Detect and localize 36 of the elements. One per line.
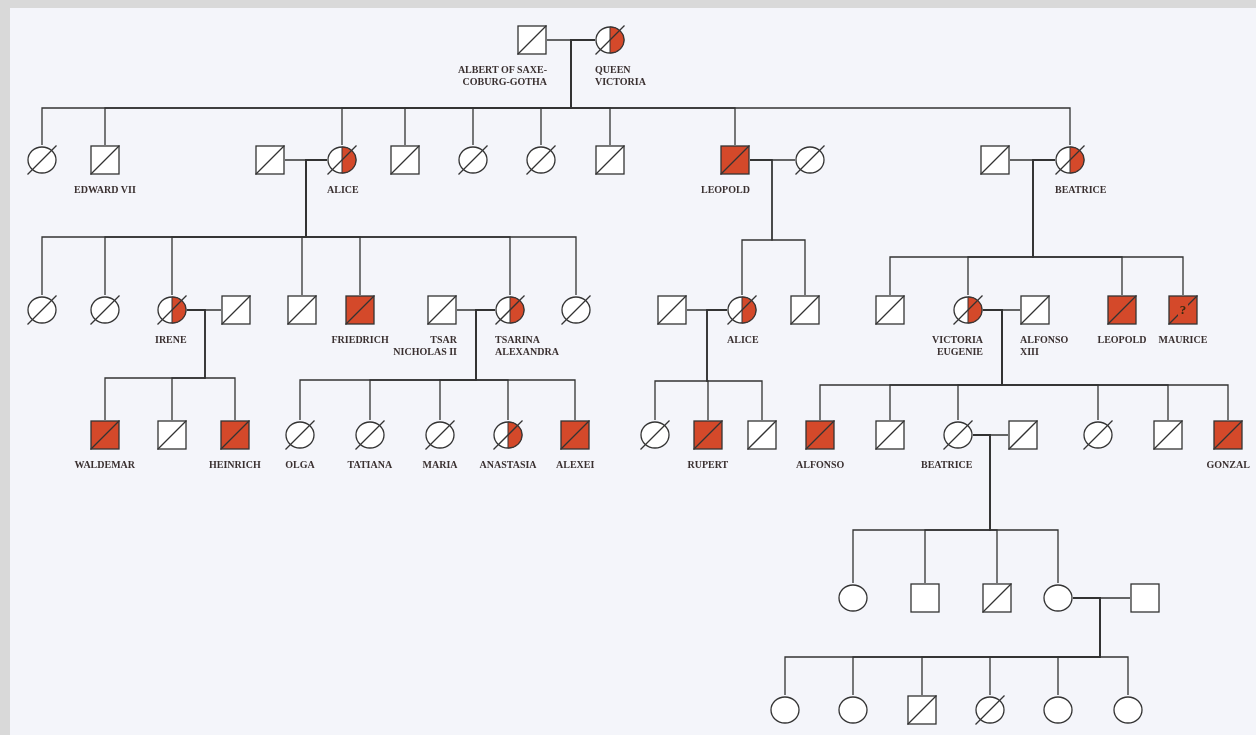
person-name: ALFONSO — [796, 459, 845, 471]
person-name: EDWARD VII — [74, 184, 136, 196]
person-name: ALEXEI — [556, 459, 595, 471]
descent-line — [475, 309, 576, 421]
person-name: QUEEN VICTORIA — [595, 64, 647, 88]
person-name: LEOPOLD — [701, 184, 750, 196]
person-name: ALFONSO XIII — [1020, 334, 1070, 358]
person-name: TATIANA — [347, 459, 393, 471]
person-name: OLGA — [285, 459, 315, 471]
descent-line — [186, 309, 236, 421]
descent-line — [749, 159, 806, 296]
person-name: MAURICE — [1158, 334, 1208, 346]
person-name: WALDEMAR — [74, 459, 136, 471]
person-name: BEATRICE — [1055, 184, 1107, 196]
person-name: TSAR NICHOLAS II — [393, 334, 457, 358]
person-name: LEOPOLD — [1097, 334, 1147, 346]
descent-line — [1032, 159, 1184, 296]
person-name: ANASTASIA — [479, 459, 537, 471]
person-name: ALBERT OF SAXE- COBURG-GOTHA — [456, 64, 547, 88]
person-name: VICTORIA EUGENIE — [931, 334, 983, 358]
descent-line — [305, 159, 577, 296]
question-mark: ? — [1177, 303, 1188, 317]
person-name: TSARINA ALEXANDRA — [495, 334, 560, 358]
descent-line — [1072, 597, 1129, 696]
descent-line — [972, 434, 1059, 584]
descent-line — [706, 309, 763, 421]
person-name: RUPERT — [687, 459, 729, 471]
person-name: BEATRICE — [921, 459, 973, 471]
person-name: ALICE — [327, 184, 359, 196]
person-name: IRENE — [155, 334, 187, 346]
person-name: GONZAL — [1206, 459, 1250, 471]
person-name: FRIEDRICH — [331, 334, 389, 346]
person-name: ALICE — [727, 334, 759, 346]
person-name: HEINRICH — [209, 459, 261, 471]
descent-line — [570, 39, 1071, 146]
person-name: MARIA — [422, 459, 458, 471]
